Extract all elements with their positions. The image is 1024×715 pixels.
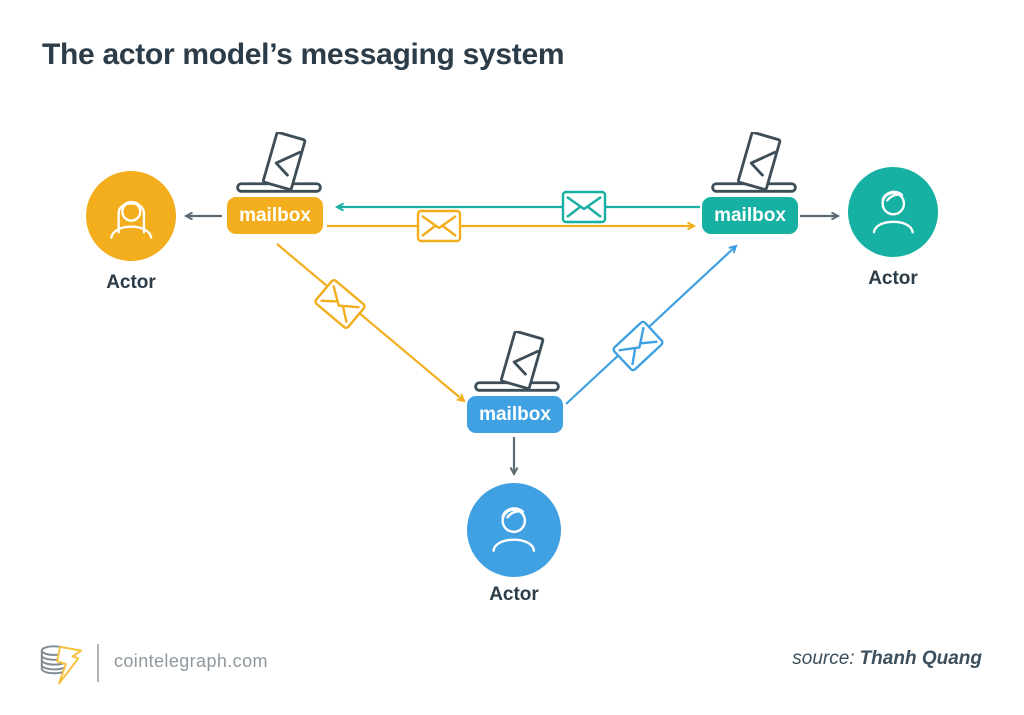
source-credit: source:Thanh Quang	[792, 648, 982, 670]
actor-label-right: Actor	[868, 268, 918, 289]
person-icon	[872, 190, 914, 234]
site-name: cointelegraph.com	[114, 651, 268, 671]
cointelegraph-logo-icon	[36, 641, 88, 687]
envelope-icon	[611, 320, 665, 372]
footer-divider	[97, 644, 99, 682]
mailbox-badge-center: mailbox	[467, 396, 563, 433]
envelope-icon	[313, 278, 367, 330]
page-title: The actor model’s messaging system	[42, 38, 565, 71]
envelope-icon	[417, 210, 461, 242]
person-icon	[492, 507, 536, 553]
mailbox-badge-right: mailbox	[702, 197, 798, 234]
mailbox-slot-icon	[708, 131, 800, 196]
actor-label-left: Actor	[106, 272, 156, 293]
source-label: source:	[792, 648, 855, 669]
actor-node-right	[848, 167, 938, 257]
actor-node-bottom	[467, 483, 561, 577]
arrow-left-mailbox-to-center-mailbox	[276, 243, 466, 403]
actor-label-bottom: Actor	[489, 584, 539, 605]
source-name: Thanh Quang	[859, 648, 982, 669]
person-icon	[109, 200, 153, 239]
mailbox-badge-left: mailbox	[227, 197, 323, 234]
arrow-center-mailbox-to-right-mailbox	[565, 244, 738, 405]
mailbox-slot-icon	[233, 131, 325, 196]
envelope-icon	[562, 191, 606, 223]
actor-node-left	[86, 171, 176, 261]
mailbox-slot-icon	[471, 330, 563, 395]
